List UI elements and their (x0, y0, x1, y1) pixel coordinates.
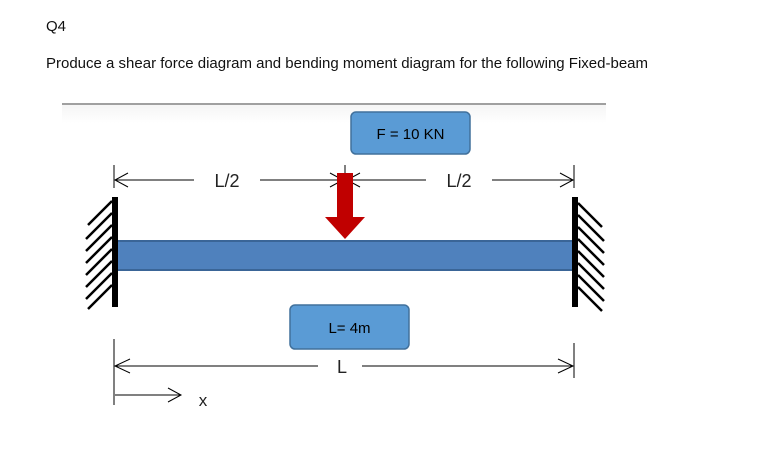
left-fixed-support (85, 197, 118, 310)
beam-diagram-svg: F = 10 KN L/2 L/2 (62, 103, 606, 441)
fixed-beam-figure: F = 10 KN L/2 L/2 (62, 103, 606, 441)
figure-background (62, 103, 606, 441)
length-label-box: L= 4m (289, 304, 410, 350)
span-arrowhead-right (557, 358, 575, 374)
half-span-label-left: L/2 (214, 171, 239, 191)
point-load-arrow (325, 173, 365, 239)
full-span-dimension (113, 339, 575, 405)
beam (116, 240, 574, 271)
question-number: Q4 (46, 18, 67, 35)
right-fixed-support (572, 197, 605, 312)
x-axis-arrow (115, 387, 183, 403)
span-label: L (337, 357, 347, 377)
force-label-box: F = 10 KN (350, 111, 471, 155)
force-label: F = 10 KN (377, 126, 445, 143)
arrowhead-right (559, 172, 575, 188)
span-arrowhead-left (113, 358, 131, 374)
arrowhead-left (113, 172, 129, 188)
length-label: L= 4m (328, 320, 370, 337)
x-axis-label: x (199, 391, 208, 410)
question-prompt: Produce a shear force diagram and bendin… (46, 55, 648, 72)
half-span-label-right: L/2 (446, 171, 471, 191)
